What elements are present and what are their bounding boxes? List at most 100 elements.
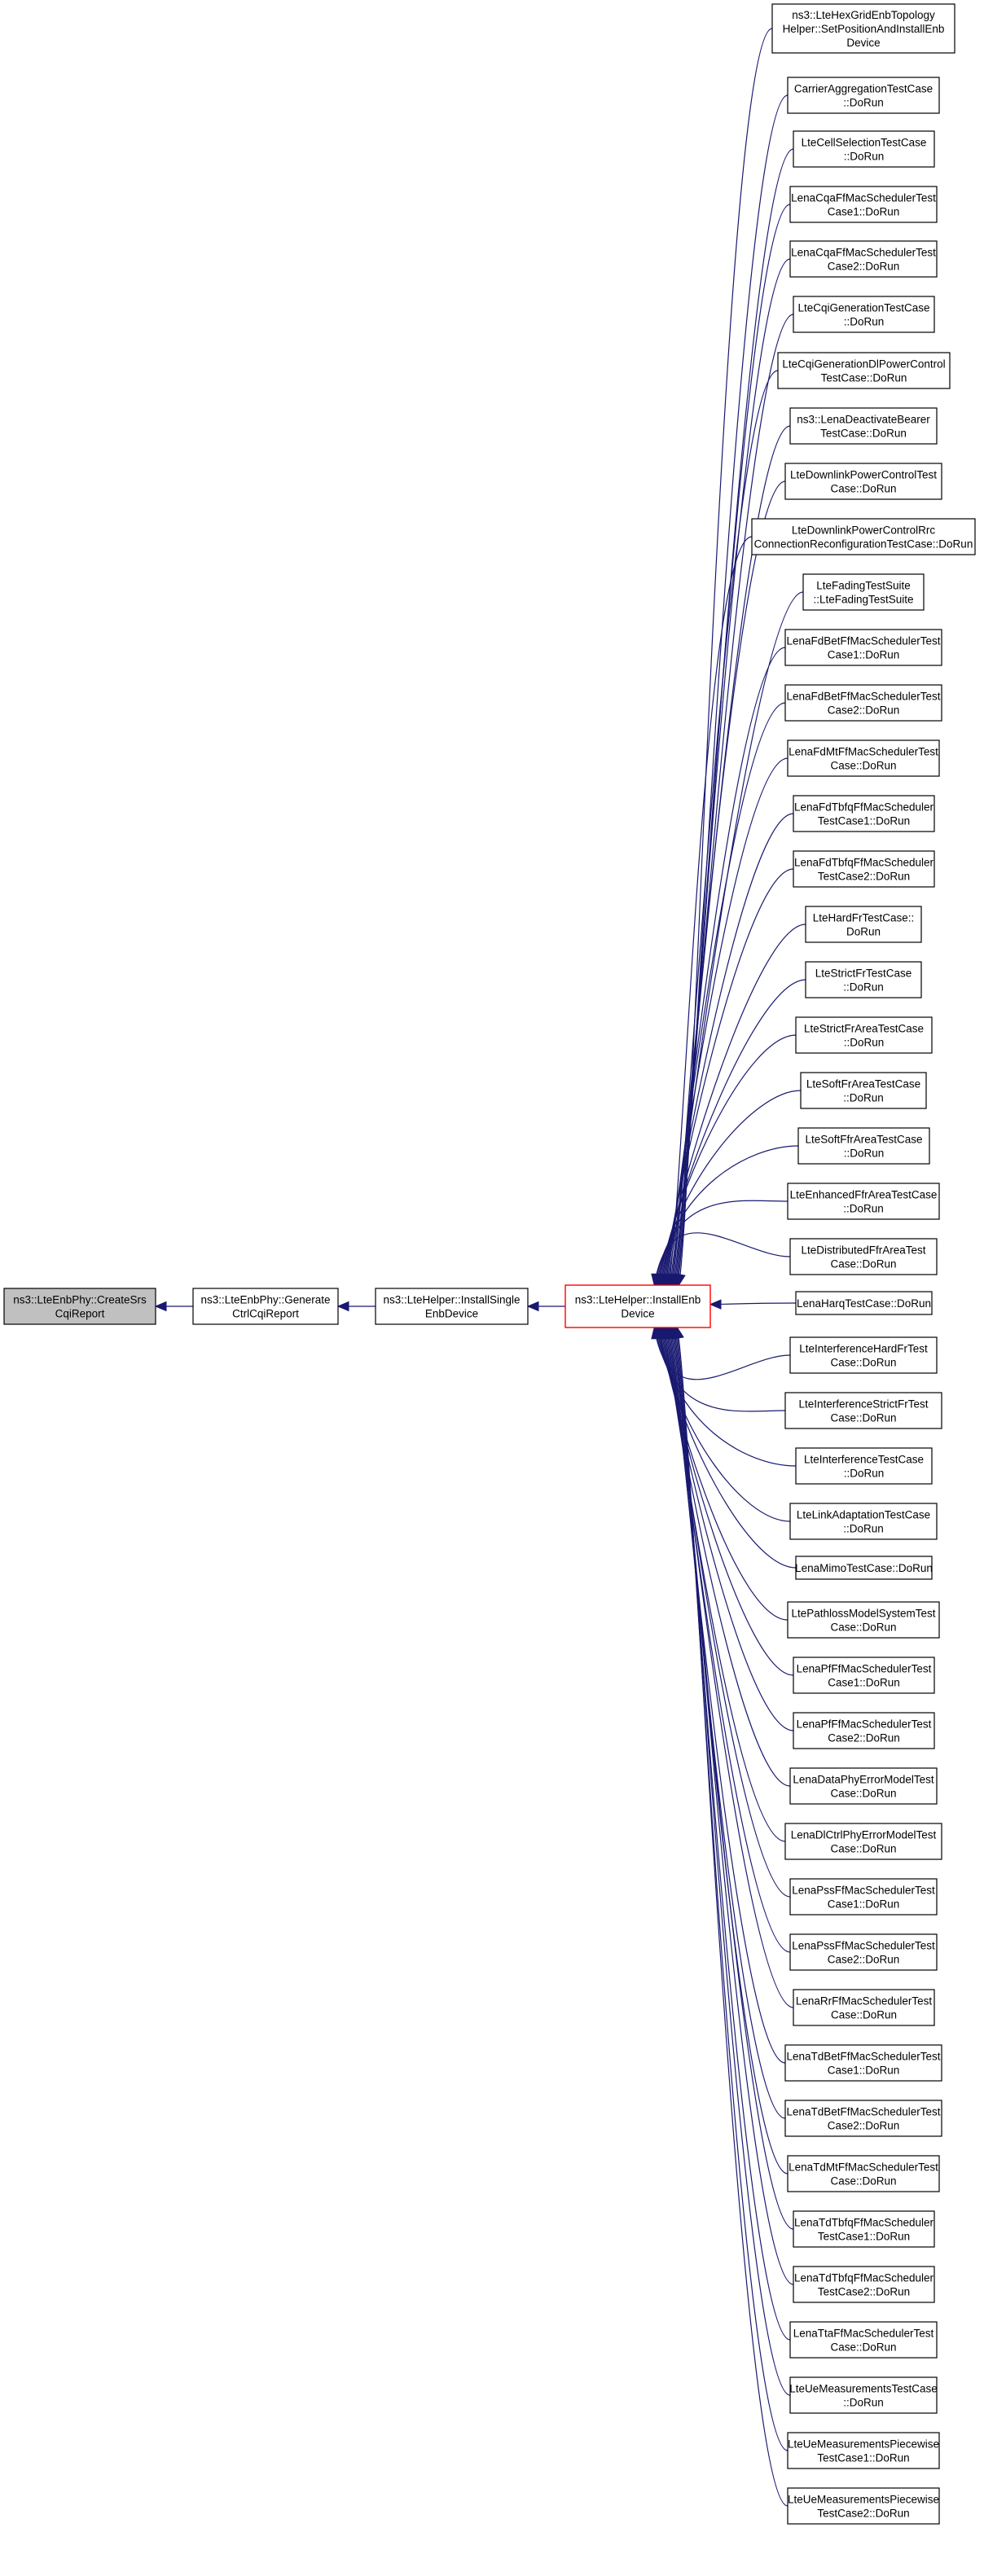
caller-node-28[interactable]: LteLinkAdaptationTestCase::DoRun (789, 1503, 938, 1540)
caller-node-41-label-1: LenaTdTbfqFfMacScheduler (794, 2217, 934, 2229)
caller-node-21-label-1: LteSoftFfrAreaTestCase (805, 1134, 922, 1146)
caller-node-19-box (795, 1016, 933, 1054)
caller-node-5-box (789, 240, 938, 278)
caller-node-14-label-2: Case::DoRun (830, 760, 896, 772)
caller-node-25-label-1: LteInterferenceHardFrTest (799, 1343, 928, 1355)
caller-node-42-box (793, 2266, 935, 2303)
caller-node-22-box (787, 1183, 940, 1220)
caller-node-10-label-1: LteDownlinkPowerControlRrc (792, 524, 936, 537)
caller-node-1-label-2: Helper::SetPositionAndInstallEnb (783, 23, 945, 35)
caller-node-40-label-2: Case::DoRun (830, 2175, 896, 2188)
caller-node-9-label-1: LteDownlinkPowerControlTest (790, 469, 937, 481)
caller-node-46[interactable]: LteUeMeasurementsPiecewiseTestCase2::DoR… (787, 2487, 940, 2525)
caller-node-19[interactable]: LteStrictFrAreaTestCase::DoRun (795, 1016, 933, 1054)
caller-node-6[interactable]: LteCqiGenerationTestCase::DoRun (793, 296, 935, 333)
caller-node-33-label-1: LenaDataPhyErrorModelTest (793, 1774, 934, 1786)
caller-node-27[interactable]: LteInterferenceTestCase::DoRun (795, 1447, 933, 1485)
caller-node-17-label-2: DoRun (846, 926, 881, 938)
caller-node-31-label-2: Case1::DoRun (828, 1677, 900, 1689)
caller-node-4-box (789, 186, 938, 223)
chain-edge-arrow-1 (154, 1301, 167, 1312)
caller-node-11-label-2: ::LteFadingTestSuite (813, 594, 913, 606)
caller-node-41-label-2: TestCase1::DoRun (818, 2231, 910, 2243)
caller-node-46-label-1: LteUeMeasurementsPiecewise (788, 2494, 939, 2506)
caller-node-14-label-1: LenaFdMtFfMacSchedulerTest (789, 746, 938, 758)
caller-node-3-label-2: ::DoRun (844, 151, 885, 163)
caller-node-30-box (787, 1601, 940, 1639)
caller-node-30-label-2: Case::DoRun (830, 1622, 896, 1634)
caller-edge-39 (669, 1327, 786, 2119)
caller-node-29[interactable]: LenaMimoTestCase::DoRun (795, 1556, 933, 1580)
caller-node-1[interactable]: ns3::LteHexGridEnbTopologyHelper::SetPos… (771, 3, 955, 54)
caller-node-21-label-2: ::DoRun (844, 1148, 885, 1160)
caller-node-28-label-2: ::DoRun (843, 1523, 884, 1535)
caller-node-45-box (787, 2432, 940, 2469)
caller-node-2-label-2: ::DoRun (843, 97, 884, 109)
caller-edge-36 (666, 1327, 791, 1953)
caller-node-11[interactable]: LteFadingTestSuite::LteFadingTestSuite (802, 573, 925, 611)
caller-node-22-label-2: ::DoRun (843, 1203, 884, 1215)
caller-node-44[interactable]: LteUeMeasurementsTestCase::DoRun (789, 2376, 938, 2414)
caller-node-2[interactable]: CarrierAggregationTestCase::DoRun (787, 77, 940, 114)
caller-node-25-box (789, 1336, 938, 1374)
caller-node-39-label-1: LenaTdBetFfMacSchedulerTest (786, 2106, 940, 2118)
caller-edge-26 (654, 1327, 786, 1412)
caller-edge-44 (674, 1327, 791, 2396)
caller-node-1-label-3: Device (846, 37, 880, 49)
caller-node-27-label-1: LteInterferenceTestCase (804, 1454, 924, 1466)
caller-node-20[interactable]: LteSoftFrAreaTestCase::DoRun (800, 1072, 927, 1109)
caller-node-21[interactable]: LteSoftFfrAreaTestCase::DoRun (797, 1127, 930, 1165)
caller-node-13-label-1: LenaFdBetFfMacSchedulerTest (786, 691, 940, 703)
caller-node-7[interactable]: LteCqiGenerationDlPowerControlTestCase::… (777, 352, 951, 389)
caller-node-20-label-2: ::DoRun (843, 1092, 884, 1104)
caller-node-15-label-2: TestCase1::DoRun (818, 815, 910, 827)
caller-node-13-label-2: Case2::DoRun (828, 704, 900, 717)
caller-edge-30 (659, 1327, 789, 1621)
caller-node-38-label-1: LenaTdBetFfMacSchedulerTest (786, 2051, 940, 2063)
caller-node-3[interactable]: LteCellSelectionTestCase::DoRun (793, 130, 935, 168)
caller-node-10[interactable]: LteDownlinkPowerControlRrcConnectionReco… (751, 518, 976, 555)
caller-node-26-label-2: Case::DoRun (830, 1412, 896, 1424)
caller-node-16-label-1: LenaFdTbfqFfMacScheduler (794, 857, 934, 869)
caller-node-22[interactable]: LteEnhancedFfrAreaTestCase::DoRun (787, 1183, 940, 1220)
caller-node-17[interactable]: LteHardFrTestCase::DoRun (805, 906, 922, 943)
caller-node-45[interactable]: LteUeMeasurementsPiecewiseTestCase1::DoR… (787, 2432, 940, 2469)
caller-node-26-label-1: LteInterferenceStrictFrTest (798, 1398, 928, 1411)
caller-node-43-box (789, 2321, 938, 2359)
caller-node-14-box (787, 739, 940, 777)
caller-node-5-label-1: LenaCqaFfMacSchedulerTest (791, 247, 936, 259)
caller-node-23-label-1: LteDistributedFfrAreaTest (801, 1244, 925, 1257)
caller-node-18[interactable]: LteStrictFrTestCase::DoRun (805, 961, 922, 998)
caller-node-24[interactable]: LenaHarqTestCase::DoRun (795, 1291, 933, 1315)
